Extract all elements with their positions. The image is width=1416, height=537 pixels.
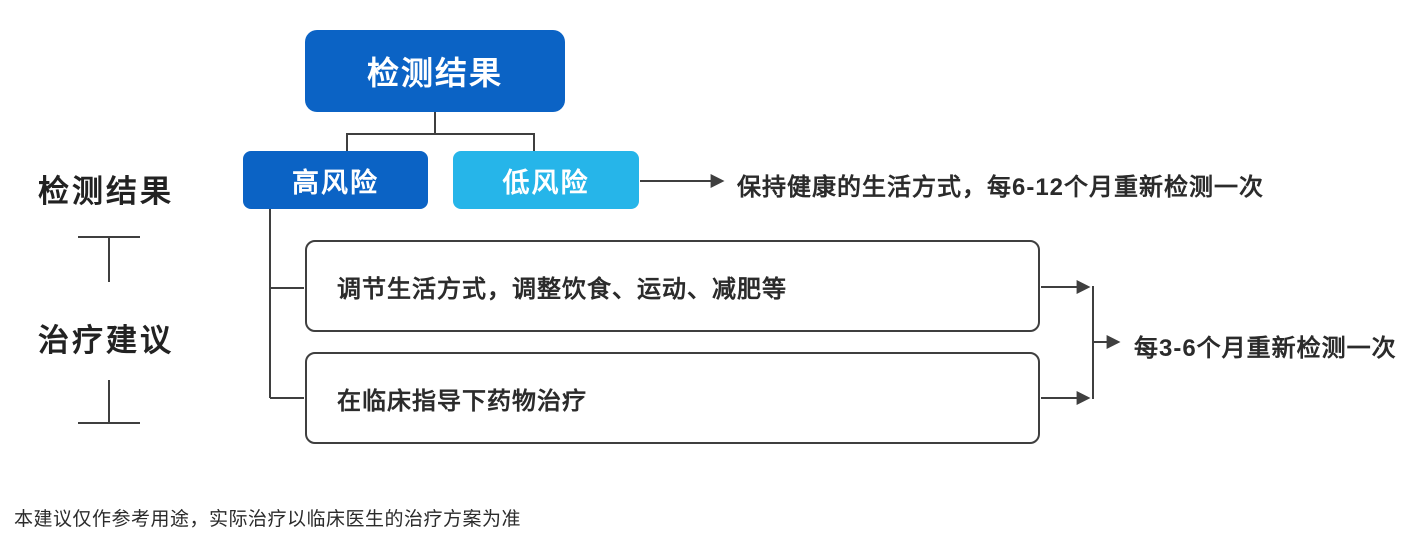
disclaimer-text: 本建议仅作参考用途，实际治疗以临床医生的治疗方案为准 [14, 509, 522, 530]
node-low-risk: 低风险 [453, 151, 639, 209]
treatment-box-lifestyle: 调节生活方式，调整饮食、运动、减肥等 [305, 240, 1040, 332]
node-high-risk: 高风险 [243, 151, 428, 209]
row-label-treatment: 治疗建议 [38, 323, 174, 358]
row-label-results: 检测结果 [38, 174, 174, 209]
high-risk-recommendation-text: 每3-6个月重新检测一次 [1134, 335, 1397, 362]
treatment-box-medication: 在临床指导下药物治疗 [305, 352, 1040, 444]
low-risk-recommendation-text: 保持健康的生活方式，每6-12个月重新检测一次 [737, 174, 1265, 201]
node-test-results: 检测结果 [305, 30, 565, 112]
